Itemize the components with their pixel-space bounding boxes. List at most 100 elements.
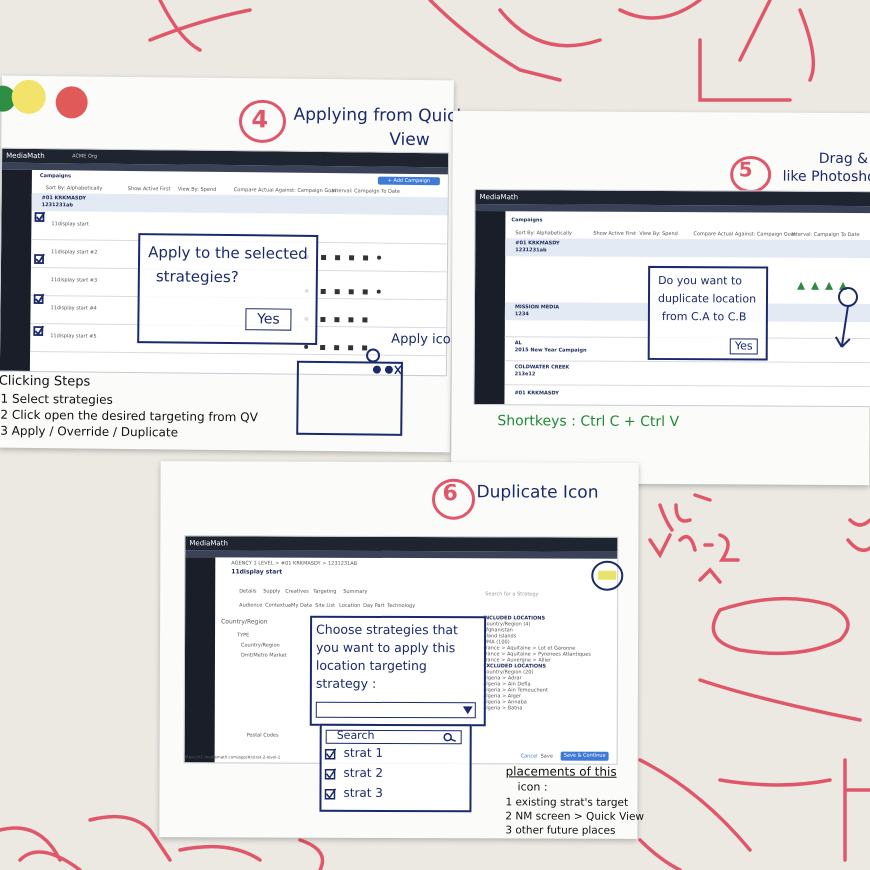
save-button[interactable]: Save [540,753,553,760]
subtab-my-data[interactable]: My Data [291,602,312,609]
placements-subtitle: icon : [517,780,548,794]
status-url: https://t1.mediamath.com/app/#/strat-2-l… [184,754,281,760]
add-campaign-button[interactable]: + Add Campaign [377,176,440,186]
tree-item[interactable]: Dmt/Metro Market [240,652,287,659]
sketch-title-line2: View [389,129,430,151]
strategy-search-input[interactable]: Search for a Strategy [485,591,539,598]
subtab-location[interactable]: Location [339,602,361,609]
step-number: 5 [738,157,753,182]
sketch-paper-duplicate-icon: 6 Duplicate Icon MediaMath AGENCY 1 LEVE… [159,461,644,839]
sketch-title-line2: like Photoshop [782,168,870,186]
sketch-paper-applying-quick-view: 4 Applying from Quick View MediaMath ACM… [0,75,466,453]
row-title: 11display start #3 [50,277,98,284]
row-divider [504,360,870,364]
placement-item: 3 other future places [505,824,616,837]
list-item: Algeria > Batna [482,705,523,712]
search-label: Search [336,728,375,742]
strategy-checkboxes[interactable] [323,748,337,806]
quick-view-panel-sketch [296,360,403,436]
subtab-contextual[interactable]: Contextual [265,602,293,609]
strategy-option[interactable]: strat 2 [343,765,384,780]
dialog-line: location targeting [315,657,427,674]
tab-summary[interactable]: Summary [343,588,368,595]
dialog-question-line1: Apply to the selected [148,243,308,263]
sort-label: Sort By: Alphabetically [45,185,103,192]
app-sidebar [184,557,216,763]
sort-label: Sort By: Alphabetically [515,230,572,237]
row-title: AL [514,340,522,347]
tab-creatives[interactable]: Creatives [285,588,309,595]
apply-icon[interactable] [363,347,403,379]
row-checkboxes[interactable] [30,209,52,359]
subtab-site-list[interactable]: Site List [315,602,336,609]
view-by-label: View By: Spend [177,186,217,193]
interval-label: Interval: Campaign To Date [331,188,401,195]
interval-label: Interval: Campaign To Date [791,231,860,239]
app-brand: MediaMath [189,539,228,548]
tab-targeting[interactable]: Targeting [313,588,337,595]
sketch-paper-drag-duplicate: 5 Drag & like Photoshop MediaMath Campai… [451,110,870,486]
step-number-circle [238,99,286,143]
view-by-label: View By: Spend [639,230,678,238]
campaigns-label: Campaigns [39,173,71,180]
row-title: 11display start #5 [50,333,97,340]
row-title: 11display start #2 [51,249,98,256]
dialog-line: strategy : [315,675,377,691]
strategy-option[interactable]: strat 1 [343,745,384,760]
apply-confirm-dialog: Apply to the selected strategies? Yes [137,233,319,345]
tab-details[interactable]: Details [239,588,257,595]
strategy-dropdown-list: Search strat 1 strat 2 strat 3 [319,723,472,813]
row-title: COLDWATER CREEK [514,364,570,371]
row-divider [504,384,870,388]
dialog-question-line2: strategies? [155,267,239,287]
campaigns-label: Campaigns [511,217,543,224]
active-first-label: Show Active First [127,185,171,193]
yes-button[interactable]: Yes [245,308,292,331]
strategy-option[interactable]: strat 3 [343,785,383,800]
chevron-down-icon [462,706,473,715]
tree-item: TYPE [237,632,250,639]
step-number-circle [432,478,476,520]
row-title: 213e12 [514,371,536,378]
search-icon [443,732,456,742]
tree-item[interactable]: Country/Region [241,642,280,649]
row-title: 11display start [51,221,89,228]
subtab-day-part[interactable]: Day Part [363,602,385,609]
sketch-title-line1: Drag & [818,150,869,168]
row-title: 1231231ab [41,202,73,209]
compare-label: Compare Actual Against: Campaign Goal [233,187,336,195]
app-top-bar: MediaMath [185,536,618,552]
steps-title: Clicking Steps [0,373,91,390]
sketch-title: Duplicate Icon [476,482,599,503]
region-select[interactable]: Country/Region [221,618,268,626]
subtab-audience[interactable]: Audience [239,602,263,609]
included-locations-list: INCLUDED LOCATIONS Country/Region (4) Af… [483,615,613,711]
strategy-name: 11display start [231,568,283,576]
cancel-button[interactable]: Cancel [520,753,538,760]
app-sub-bar [185,550,618,559]
dialog-line1: Do you want to [658,273,743,288]
campaign-header-row [31,192,448,216]
duplicate-icon-highlight[interactable] [588,559,626,593]
save-continue-button[interactable]: Save & Continue [560,751,609,761]
drag-arrow-sketch [834,286,859,348]
subtab-technology[interactable]: Technology [387,602,416,610]
apply-icon-note: Apply icon [391,331,460,348]
placement-item: 1 existing strat's target [505,796,629,809]
strategy-search-field[interactable]: Search [325,728,462,745]
row-title: 2015 New Year Campaign [514,347,587,354]
row-title: 1234 [514,311,529,318]
app-sidebar [0,169,32,371]
step-item: 3 Apply / Override / Duplicate [0,423,179,440]
compare-label: Compare Actual Against: Campaign Goal [693,231,796,238]
strategy-select[interactable] [315,701,476,719]
app-brand: MediaMath [6,151,45,161]
dialog-line3: from C.A to C.B [661,310,747,324]
yes-button[interactable]: Yes [729,338,758,355]
tab-supply[interactable]: Supply [263,588,281,595]
active-first-label: Show Active First [593,230,637,237]
app-sidebar [474,211,506,405]
dialog-line: you want to apply this [315,639,456,656]
step-item: 2 Click open the desired targeting from … [0,407,258,425]
